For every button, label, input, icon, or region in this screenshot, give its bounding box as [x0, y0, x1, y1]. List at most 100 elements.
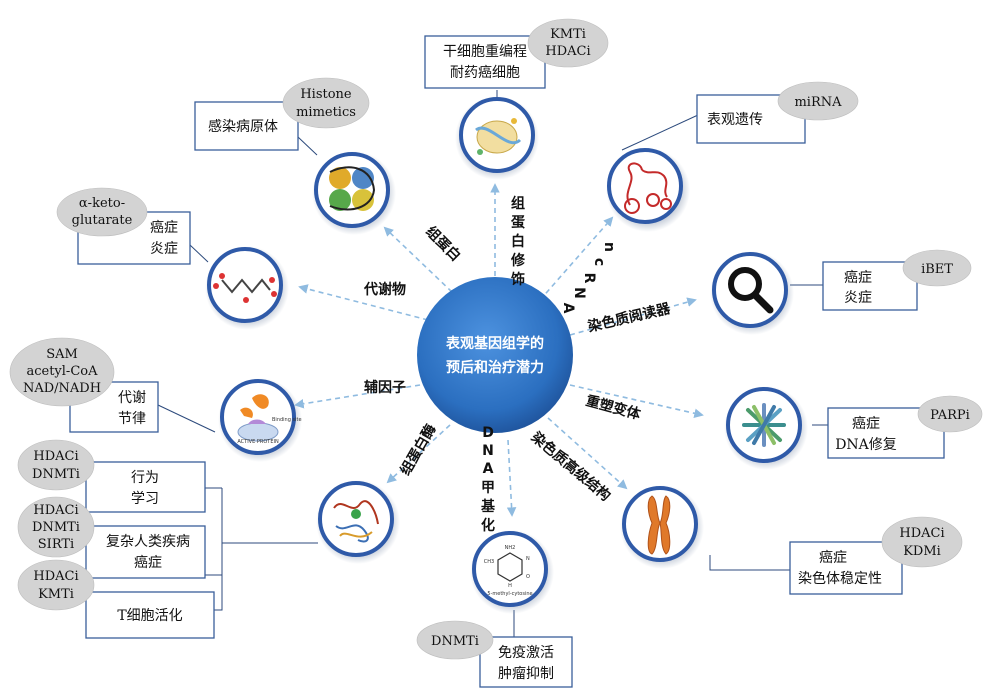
svg-text:染色体稳定性: 染色体稳定性	[798, 570, 882, 587]
svg-text:癌症: 癌症	[819, 550, 847, 566]
drug-ovals: KMTi HDACi miRNA iBET PARPi HDACi KDMi D…	[9, 18, 983, 660]
cytosine-structure-icon: NH2 CH3 N O H 5-methyl-cytosine	[484, 545, 533, 597]
oval-alpha-ketoglutarate: α-keto- glutarate	[56, 187, 148, 237]
svg-text:HDACi: HDACi	[33, 503, 78, 518]
enzyme-binding-icon: Binding site ACTIVE PROTEIN	[237, 394, 302, 445]
hub-line-1: 表观基因组学的	[445, 335, 544, 352]
svg-text:N: N	[482, 443, 494, 459]
svg-text:复杂人类疾病: 复杂人类疾病	[106, 533, 190, 550]
oval-hdaci-kdmi: HDACi KDMi	[881, 516, 963, 568]
protein-structure-icon	[333, 500, 379, 543]
leader-lines	[85, 90, 828, 651]
oval-ibet: iBET	[902, 249, 972, 287]
svg-text:甲: 甲	[481, 480, 495, 496]
node-histone-enzyme	[316, 480, 400, 564]
svg-text:acetyl-CoA: acetyl-CoA	[26, 364, 98, 379]
svg-text:D: D	[482, 425, 494, 441]
svg-text:DNA修复: DNA修复	[835, 436, 897, 453]
svg-text:A: A	[560, 303, 576, 314]
spokes	[294, 183, 704, 517]
oval-hdaci-dnmti-sirti: HDACi DNMTi SIRTi	[17, 496, 95, 558]
svg-text:表观遗传: 表观遗传	[707, 112, 763, 128]
svg-text:Binding site: Binding site	[272, 417, 302, 423]
svg-text:SIRTi: SIRTi	[38, 537, 74, 552]
arm-histone-enzyme-label: 组蛋白酶	[397, 421, 440, 478]
svg-text:癌症: 癌症	[134, 555, 162, 571]
spoke-dna-meth	[506, 439, 517, 517]
svg-text:R: R	[581, 273, 597, 284]
arm-higher-label: 染色质高级结构	[528, 429, 614, 505]
box-behavior: 行为 学习	[85, 461, 206, 513]
oval-histone-mimetics: Histone mimetics	[282, 77, 370, 129]
svg-text:KMTi: KMTi	[38, 587, 74, 602]
box-stemcell: 干细胞重编程 耐药癌细胞	[424, 35, 546, 89]
svg-text:iBET: iBET	[921, 262, 953, 277]
svg-text:5-methyl-cytosine: 5-methyl-cytosine	[487, 591, 532, 597]
svg-text:SAM: SAM	[46, 347, 78, 362]
box-metab-rhythm: 代谢 节律	[69, 381, 159, 433]
spoke-remodel	[569, 384, 704, 418]
node-ncrna	[606, 148, 690, 232]
svg-text:炎症: 炎症	[844, 290, 872, 306]
arm-dna-meth-label: D N A 甲 基 化	[481, 425, 496, 534]
svg-text:DNMTi: DNMTi	[32, 520, 80, 535]
oval-hdaci-kmti: HDACi KMTi	[17, 559, 95, 611]
svg-text:A: A	[483, 461, 494, 477]
node-histone-mod	[455, 96, 539, 180]
boxes: 干细胞重编程 耐药癌细胞 表观遗传 癌症 炎症 癌症 DNA修复 癌症 染色体稳…	[69, 35, 945, 688]
svg-text:耐药癌细胞: 耐药癌细胞	[450, 65, 520, 81]
svg-text:癌症: 癌症	[150, 220, 178, 236]
spoke-metabolite	[298, 284, 429, 321]
svg-text:T细胞活化: T细胞活化	[117, 608, 182, 624]
svg-text:α-keto-: α-keto-	[79, 196, 125, 211]
svg-text:miRNA: miRNA	[794, 95, 842, 110]
node-metabolite	[205, 246, 289, 330]
oval-parpi: PARPi	[917, 395, 983, 433]
svg-text:NH2: NH2	[505, 545, 516, 551]
svg-text:修: 修	[510, 252, 526, 269]
svg-text:N: N	[571, 287, 587, 299]
svg-text:肿瘤抑制: 肿瘤抑制	[498, 665, 554, 682]
rna-hairpin-icon	[624, 162, 672, 214]
spoke-ncrna	[539, 216, 614, 301]
box-chrom-stability: 癌症 染色体稳定性	[789, 541, 903, 595]
hub-circle	[417, 277, 573, 433]
svg-text:DNMTi: DNMTi	[431, 634, 479, 649]
svg-text:组: 组	[511, 195, 525, 212]
oval-dnmti: DNMTi	[416, 620, 494, 660]
svg-text:N: N	[526, 556, 530, 562]
svg-text:免疫激活: 免疫激活	[498, 644, 554, 661]
svg-text:CH3: CH3	[484, 559, 494, 565]
oval-kmti-hdaci: KMTi HDACi	[527, 18, 609, 68]
svg-text:c: c	[591, 258, 607, 266]
arm-metabolite-label: 代谢物	[363, 281, 406, 298]
hub: 表观基因组学的 预后和治疗潜力	[417, 277, 573, 433]
molecule-icon	[213, 273, 277, 303]
svg-text:感染病原体: 感染病原体	[208, 118, 278, 135]
svg-text:PARPi: PARPi	[930, 408, 970, 423]
arm-histone-mod-label: 组 蛋 白 修 饰	[510, 195, 526, 288]
svg-text:KMTi: KMTi	[550, 27, 586, 42]
node-reader	[710, 251, 794, 335]
svg-text:学习: 学习	[131, 491, 159, 507]
svg-text:DNMTi: DNMTi	[32, 467, 80, 482]
svg-text:glutarate: glutarate	[72, 213, 133, 228]
spoke-histone	[383, 226, 453, 293]
histone-octamer-icon	[329, 166, 376, 211]
oval-hdaci-dnmti: HDACi DNMTi	[17, 439, 95, 491]
node-higher-order	[620, 485, 704, 569]
svg-text:NAD/NADH: NAD/NADH	[23, 381, 101, 396]
svg-text:n: n	[601, 242, 617, 252]
box-tcell: T细胞活化	[85, 591, 215, 639]
arm-histone-label: 组蛋白	[422, 223, 464, 265]
svg-text:代谢: 代谢	[118, 390, 146, 406]
node-dna-meth: NH2 CH3 N O H 5-methyl-cytosine	[470, 530, 554, 614]
magnifier-icon	[728, 267, 762, 301]
arm-cofactor-label: 辅因子	[364, 379, 406, 396]
svg-text:HDACi: HDACi	[899, 526, 944, 541]
svg-text:白: 白	[511, 233, 525, 250]
svg-text:化: 化	[481, 517, 495, 534]
chromosome-icon	[647, 495, 671, 555]
nucleosome-icon	[476, 120, 518, 154]
